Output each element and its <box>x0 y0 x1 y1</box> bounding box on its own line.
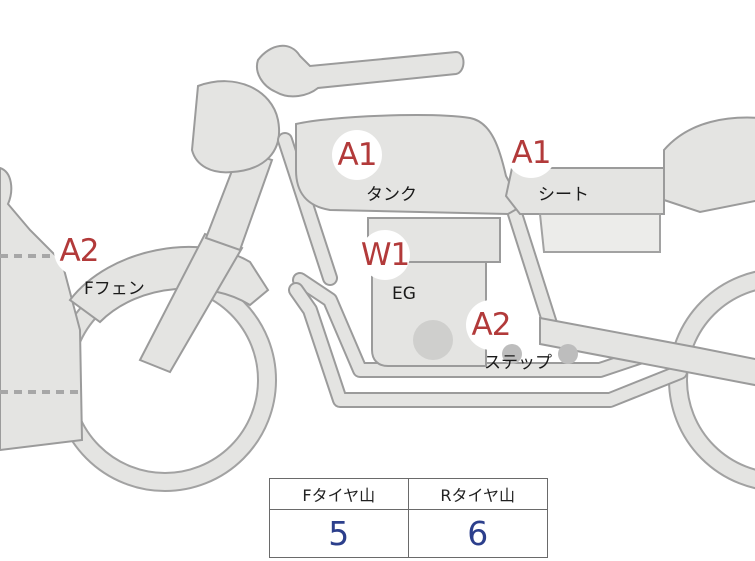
frame <box>277 132 560 338</box>
step-peg <box>502 344 522 364</box>
swing-arm <box>539 316 755 387</box>
engine-damage-marker: W1 <box>360 230 410 280</box>
front-tire-tread-value: 5 <box>270 510 409 557</box>
fender-damage-marker: A2 <box>54 226 104 276</box>
rear-tire-tread-header: Rタイヤ山 <box>408 479 547 510</box>
tire-tread-table: Fタイヤ山 Rタイヤ山 5 6 <box>269 478 548 558</box>
engine-cover <box>413 320 453 360</box>
seat-damage-marker: A1 <box>506 128 556 178</box>
tank-damage-marker: A1 <box>332 130 382 180</box>
seat-label: シート <box>538 185 589 205</box>
step-damage-marker: A2 <box>466 300 516 350</box>
exhaust-pipes <box>288 272 688 408</box>
engine-label: EG <box>392 284 416 304</box>
tank-label: タンク <box>366 185 417 205</box>
headlight <box>190 80 281 174</box>
front-tire-tread-header: Fタイヤ山 <box>270 479 409 510</box>
side-bag <box>0 166 84 452</box>
step-label: ステップ <box>484 353 552 373</box>
handlebar <box>256 45 465 98</box>
step-peg <box>558 344 578 364</box>
rear-cowl <box>663 116 755 214</box>
rear-tire-tread-value: 6 <box>467 514 489 553</box>
fender-label: Fフェン <box>84 279 145 299</box>
